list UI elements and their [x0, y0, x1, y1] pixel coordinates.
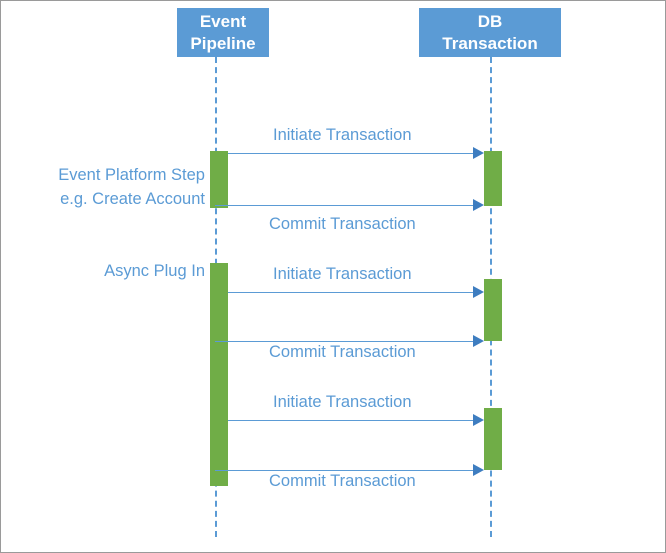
arrowhead-icon — [473, 414, 484, 426]
arrowhead-icon — [473, 335, 484, 347]
message-line — [228, 153, 475, 154]
message-label: Commit Transaction — [269, 215, 416, 233]
arrowhead-icon — [473, 147, 484, 159]
message-label: Initiate Transaction — [273, 265, 412, 283]
arrowhead-icon — [473, 286, 484, 298]
side-label-event-platform-step: Event Platform Step e.g. Create Account — [58, 166, 205, 208]
message-label: Commit Transaction — [269, 343, 416, 361]
message-line — [228, 292, 475, 293]
activation-bar — [210, 151, 228, 208]
arrowhead-icon — [473, 464, 484, 476]
participant-label: Event Pipeline — [190, 11, 256, 53]
activation-bar — [484, 408, 502, 470]
message-line — [215, 341, 475, 342]
activation-bar — [484, 279, 502, 341]
arrowhead-icon — [473, 199, 484, 211]
message-line — [228, 420, 475, 421]
activation-bar — [484, 151, 502, 206]
participant-db-transaction[interactable]: DB Transaction — [419, 8, 561, 57]
activation-bar — [210, 263, 228, 486]
message-label: Initiate Transaction — [273, 126, 412, 144]
message-line — [215, 205, 475, 206]
participant-label: DB Transaction — [442, 11, 538, 53]
message-label: Commit Transaction — [269, 472, 416, 490]
side-label-async-plug-in: Async Plug In — [104, 262, 205, 280]
message-label: Initiate Transaction — [273, 393, 412, 411]
participant-event-pipeline[interactable]: Event Pipeline — [177, 8, 269, 57]
message-line — [215, 470, 475, 471]
